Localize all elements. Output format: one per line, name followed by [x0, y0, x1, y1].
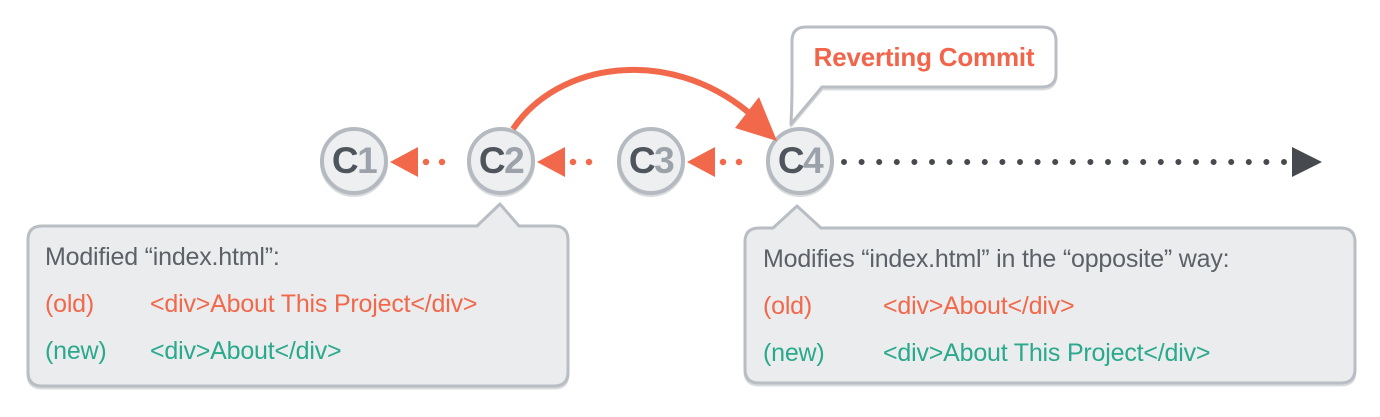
new-label: (new) [45, 337, 107, 365]
left-arrowhead-icon [537, 147, 565, 177]
new-label: (new) [763, 339, 825, 367]
reverting-commit-label: Reverting Commit [813, 41, 1035, 72]
right-arrowhead-icon [1292, 147, 1322, 177]
left-note-old-line: (old) <div>About This Project</div> [45, 281, 555, 328]
right-note: Modifies “index.html” in the “opposite” … [763, 236, 1343, 377]
commit-node-c1 [320, 127, 388, 195]
right-note-old-line: (old) <div>About</div> [763, 283, 1343, 330]
parent-pointer-arrows [390, 147, 759, 177]
timeline-dotted-line [841, 147, 1322, 177]
commit-letter: C [777, 140, 805, 181]
commit-number: 2 [504, 140, 525, 181]
left-arrowhead-icon [390, 147, 418, 177]
new-code: <div>About</div> [150, 337, 342, 365]
old-code: <div>About</div> [883, 292, 1075, 320]
old-label: (old) [763, 292, 813, 320]
commit-letter: C [628, 140, 656, 181]
revert-arc-arrow [510, 66, 777, 141]
reverting-commit-bubble [789, 25, 1058, 126]
left-callout-box [26, 202, 570, 388]
old-code: <div>About This Project</div> [150, 290, 478, 318]
old-label: (old) [45, 290, 95, 318]
right-note-new-line: (new) <div>About This Project</div> [763, 330, 1343, 377]
commit-node-c3 [617, 127, 685, 195]
commit-letter: C [478, 140, 506, 181]
new-code: <div>About This Project</div> [883, 339, 1211, 367]
left-note: Modified “index.html”: (old) <div>About T… [45, 234, 555, 375]
left-arrowhead-icon [687, 147, 715, 177]
commit-node-c2 [467, 127, 535, 195]
commit-number: 1 [357, 140, 378, 181]
left-note-new-line: (new) <div>About</div> [45, 328, 555, 375]
commit-number: 3 [654, 140, 675, 181]
arc-arrowhead-icon [735, 97, 777, 141]
commit-number: 4 [803, 140, 824, 181]
right-callout-box [743, 204, 1357, 385]
commit-node-c4 [766, 127, 834, 195]
left-note-title: Modified “index.html”: [45, 243, 280, 271]
right-note-title: Modifies “index.html” in the “opposite” … [763, 245, 1230, 273]
commit-letter: C [331, 140, 359, 181]
